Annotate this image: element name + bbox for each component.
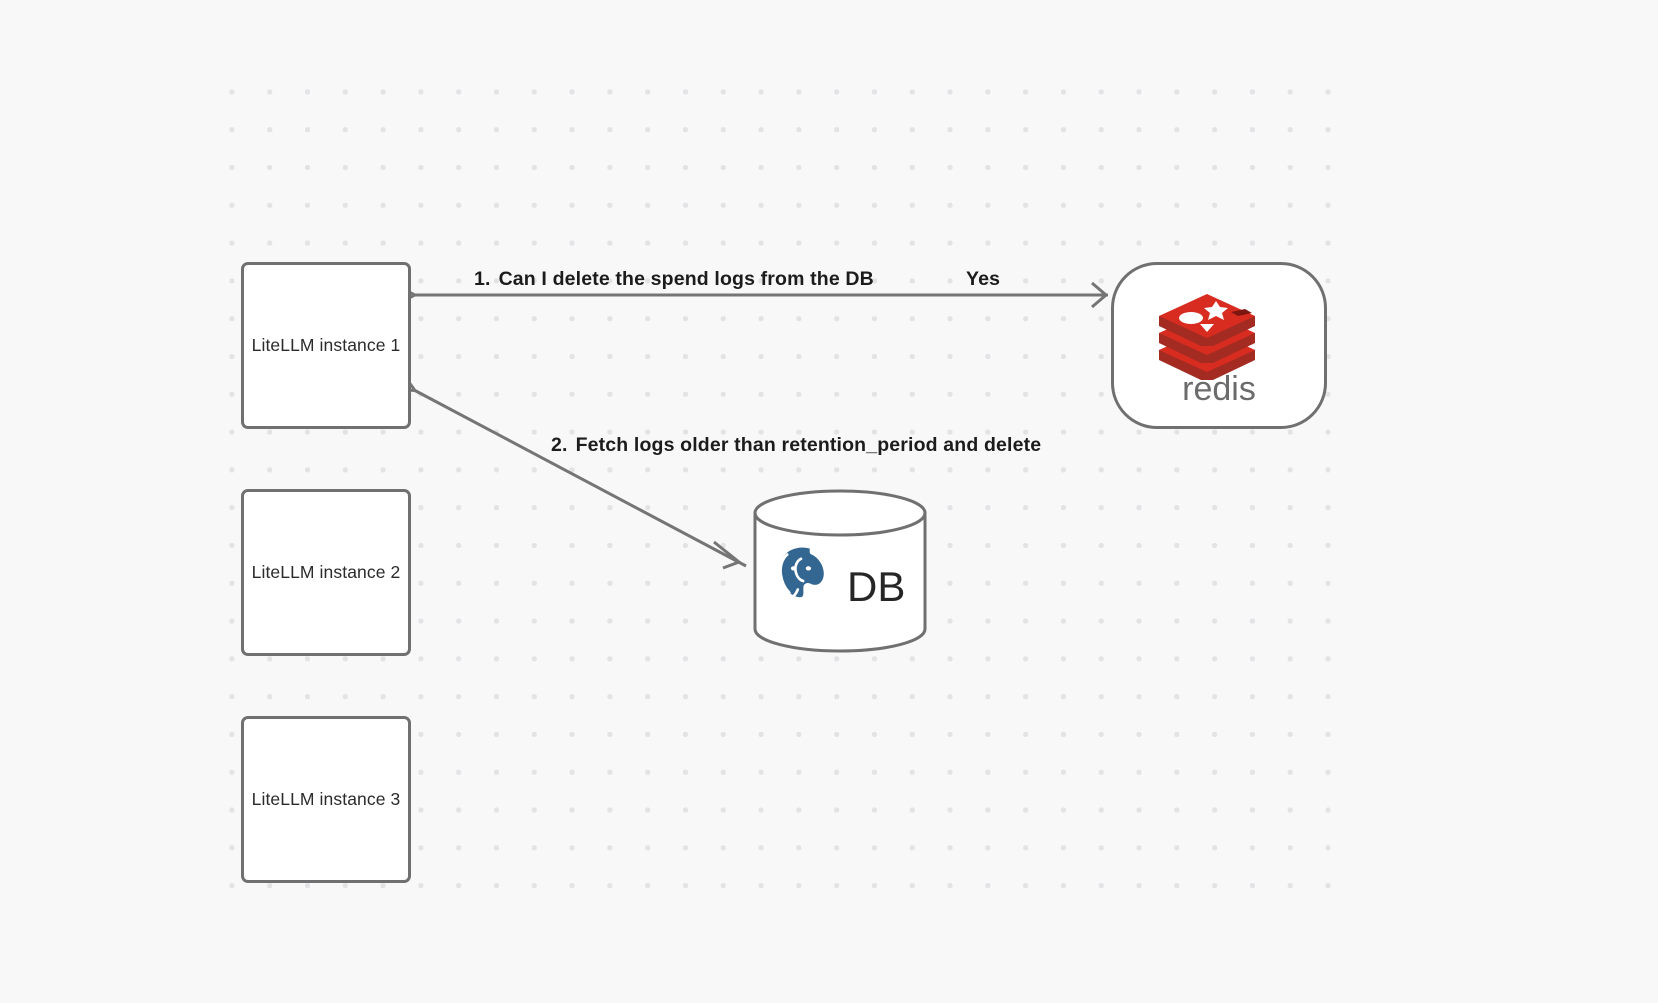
database-label-text: DB xyxy=(847,563,905,610)
node-litellm-instance-3[interactable]: LiteLLM instance 3 xyxy=(241,716,411,883)
node-redis[interactable]: redis xyxy=(1111,262,1327,429)
edge-1-label: 1. Can I delete the spend logs from the D… xyxy=(474,268,874,291)
edge-2-number: 2. xyxy=(551,434,568,456)
node-litellm-instance-2[interactable]: LiteLLM instance 2 xyxy=(241,489,411,656)
edge-arrowhead-redis-side xyxy=(1091,281,1109,309)
node-database[interactable]: DB xyxy=(752,489,928,653)
node-litellm-instance-1-label: LiteLLM instance 1 xyxy=(251,335,401,355)
redis-wordmark: redis xyxy=(1182,370,1256,404)
edge-1-text: Can I delete the spend logs from the DB xyxy=(498,268,874,290)
edge-2-text: Fetch logs older than retention_period a… xyxy=(575,434,1042,456)
edge-db-to-litellm1 xyxy=(414,390,747,568)
node-litellm-instance-1[interactable]: LiteLLM instance 1 xyxy=(241,262,411,429)
database-cylinder-shape: DB xyxy=(753,489,927,653)
redis-logo-icon: redis xyxy=(1159,293,1256,404)
postgresql-elephant-icon xyxy=(776,543,828,601)
edge-arrowhead-db-side xyxy=(713,540,742,570)
node-litellm-instance-3-label: LiteLLM instance 3 xyxy=(251,789,401,809)
edge-1-number: 1. xyxy=(474,268,491,290)
edge-2-label: 2. Fetch logs older than retention_period… xyxy=(551,434,1041,457)
edge-1-reply-label: Yes xyxy=(966,268,1001,290)
node-litellm-instance-2-label: LiteLLM instance 2 xyxy=(251,562,401,582)
